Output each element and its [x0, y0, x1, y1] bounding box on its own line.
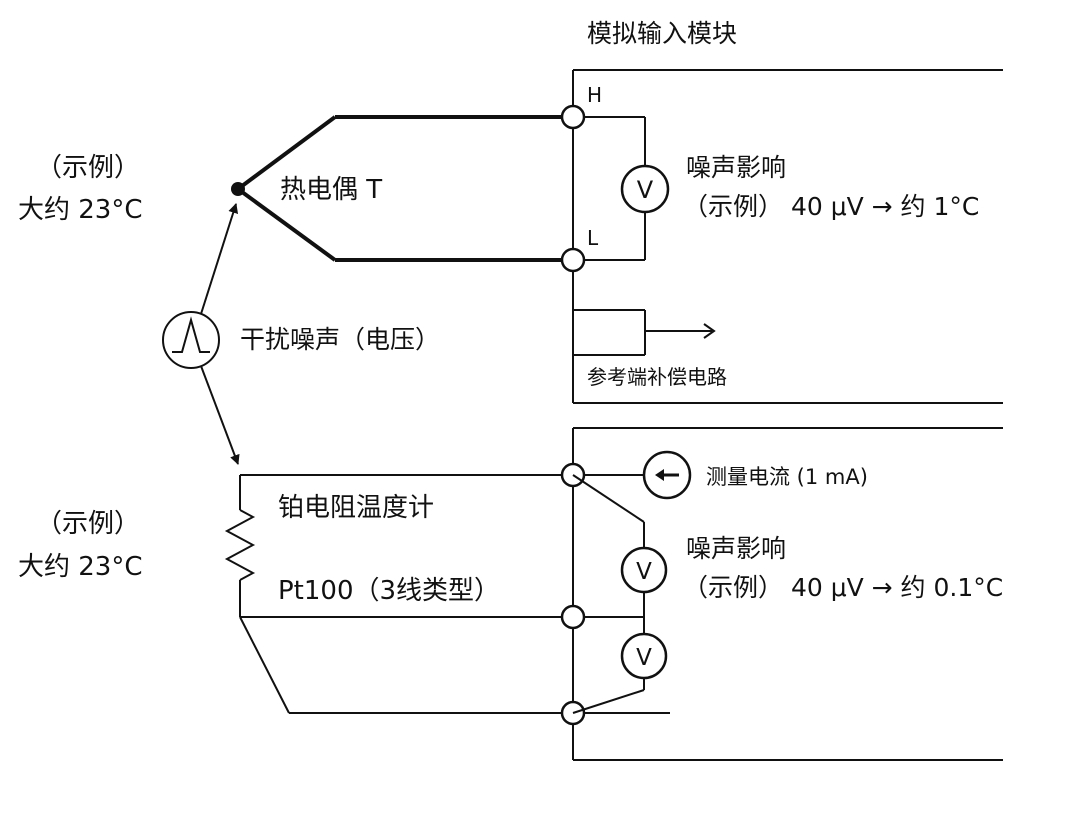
cjc-block [573, 309, 716, 356]
rtd-noise-detail: （示例） 40 μV → 约 0.1°C [683, 573, 1003, 602]
terminal-h-label: H [587, 83, 602, 107]
terminal-b [560, 604, 586, 630]
current-label: 测量电流 (1 mA) [706, 465, 868, 489]
voltmeter-symbol: V [637, 176, 654, 204]
rtd-model: Pt100（3线类型） [278, 576, 500, 606]
voltmeter-icon [620, 632, 668, 680]
noise-arrow-up [200, 203, 239, 315]
cjc-label: 参考端补偿电路 [587, 365, 727, 389]
rtd-wires [224, 474, 562, 714]
module-title: 模拟输入模块 [587, 19, 737, 48]
voltmeter-icon [620, 164, 670, 214]
thermocouple-name: 热电偶 T [280, 175, 382, 205]
noise-arrow-down [200, 365, 240, 465]
noise-source-label: 干扰噪声（电压） [240, 325, 440, 354]
terminal-l [560, 247, 586, 273]
module-box-thermocouple [572, 69, 1003, 404]
noise-source-icon [162, 311, 220, 369]
terminal-h [560, 104, 586, 130]
rtd-voltmeter-symbol-1: V [636, 559, 652, 585]
current-arrow-head [655, 469, 664, 481]
thermocouple-example-tag: （示例） [36, 153, 140, 183]
voltmeter-icon [620, 546, 668, 594]
terminal-l-label: L [587, 226, 599, 250]
rtd-example-tag: （示例） [36, 509, 140, 539]
thermocouple-voltmeter-loop [584, 116, 646, 261]
rtd-ambient: 大约 23°C [18, 552, 143, 582]
thermocouple-noise-title: 噪声影响 [686, 153, 786, 182]
thermocouple-noise-detail: （示例） 40 μV → 约 1°C [683, 192, 979, 221]
rtd-name: 铂电阻温度计 [278, 493, 434, 523]
rtd-voltmeter-symbol-2: V [636, 645, 652, 671]
rtd-noise-title: 噪声影响 [686, 534, 786, 563]
thermocouple-wires [236, 115, 562, 262]
thermocouple-junction [231, 182, 245, 196]
pulse-icon [172, 316, 210, 353]
rtd-voltmeter-wires [572, 474, 670, 714]
thermocouple-ambient: 大约 23°C [18, 195, 143, 225]
